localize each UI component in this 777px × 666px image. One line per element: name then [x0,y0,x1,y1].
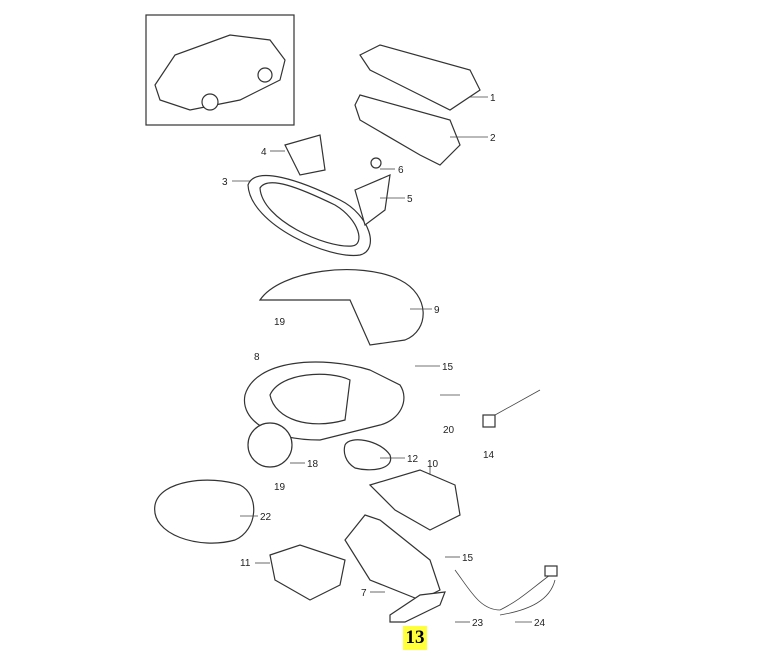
part-label-3: 3 [222,177,228,188]
gasket-part [343,439,392,471]
leader-lines [232,96,532,623]
lower-housing-parts [269,469,461,623]
highlighted-part-label-13[interactable]: 13 [403,626,427,650]
part-label-24: 24 [534,618,546,629]
part-label-2: 2 [490,133,496,144]
part-label-23: 23 [472,618,484,629]
mirror-glass-part [154,422,293,544]
vehicle-thumbnail [145,14,295,126]
part-label-19: 19 [274,317,286,328]
mirror-cap-part [258,269,424,346]
part-label-7: 7 [361,588,367,599]
part-label-14: 14 [483,450,495,461]
part-label-18: 18 [307,459,319,470]
part-label-22: 22 [260,512,272,523]
part-label-20: 20 [443,425,455,436]
part-label-15: 15 [462,553,474,564]
wiring-harness [440,389,558,616]
part-label-10: 10 [427,459,439,470]
part-label-19: 19 [274,482,286,493]
part-label-11: 11 [240,558,251,569]
mirror-base-part [354,44,481,166]
part-label-4: 4 [261,147,267,158]
part-label-1: 1 [490,93,496,104]
mirror-housing-part [243,361,405,441]
part-label-8: 8 [254,352,260,363]
part-label-5: 5 [407,194,413,205]
part-label-9: 9 [434,305,440,316]
part-label-15: 15 [442,362,454,373]
interior-mirror-part [247,134,391,257]
part-label-12: 12 [407,454,419,465]
part-label-6: 6 [398,165,404,176]
